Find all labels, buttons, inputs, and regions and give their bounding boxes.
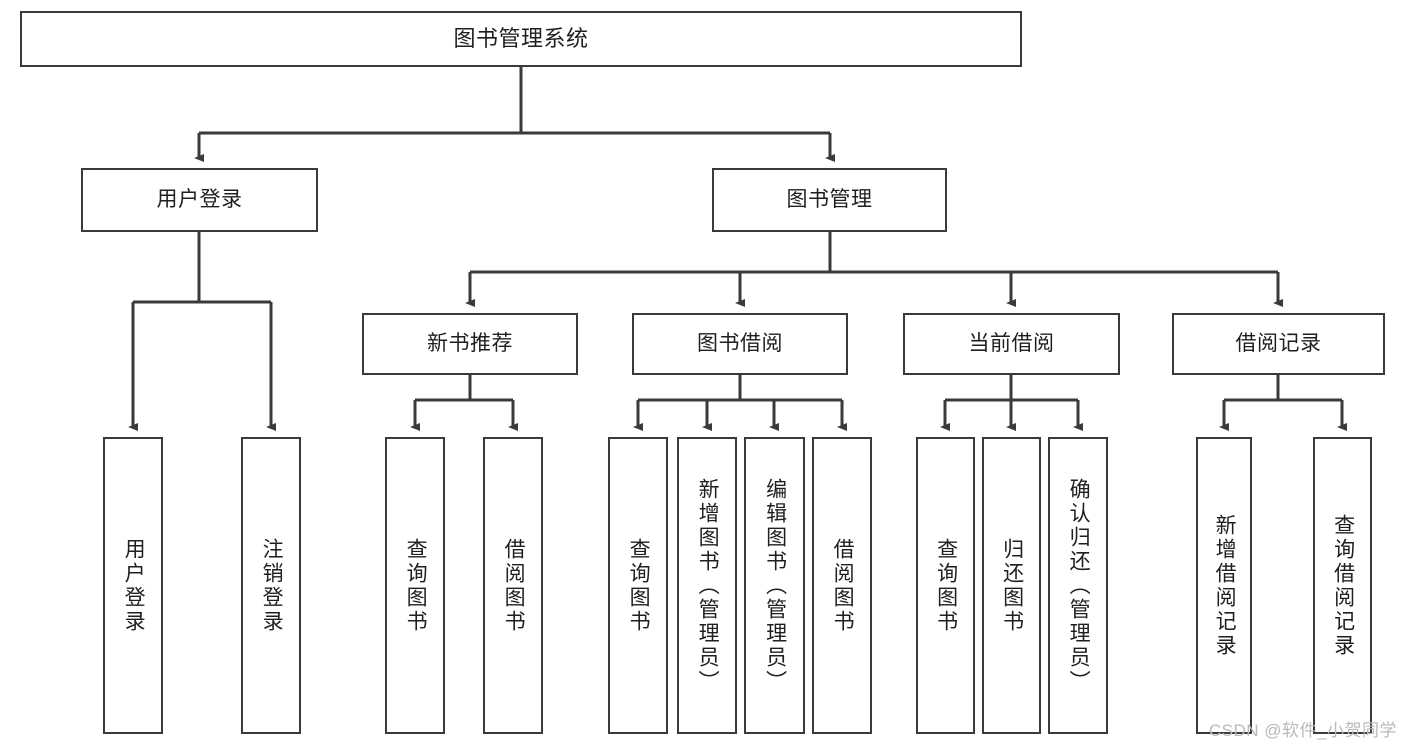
node-label: 归还图书	[1000, 537, 1024, 634]
node-label: 查询图书	[934, 537, 958, 634]
node-label: 注销登录	[260, 537, 284, 634]
leaf-record-add-record[interactable]: 新增借阅记录	[1196, 437, 1252, 734]
node-label: 查询图书	[404, 537, 428, 634]
leaf-current-query-book[interactable]: 查询图书	[916, 437, 975, 734]
node-label: 查询借阅记录	[1331, 513, 1355, 658]
leaf-borrow-borrow-book[interactable]: 借阅图书	[812, 437, 872, 734]
leaf-current-confirm-return-admin[interactable]: 确认归还（管理员）	[1048, 437, 1108, 734]
node-label: 新增图书（管理员）	[696, 477, 720, 694]
node-book-borrow[interactable]: 图书借阅	[632, 313, 848, 375]
node-label: 借阅图书	[831, 537, 855, 634]
node-borrow-record[interactable]: 借阅记录	[1172, 313, 1385, 375]
node-current-borrow[interactable]: 当前借阅	[903, 313, 1120, 375]
node-label: 新增借阅记录	[1213, 513, 1237, 658]
node-label: 查询图书	[627, 537, 651, 634]
node-label: 确认归还（管理员）	[1067, 477, 1091, 694]
node-user-login[interactable]: 用户登录	[81, 168, 318, 232]
node-label: 用户登录	[122, 537, 146, 634]
node-label: 编辑图书（管理员）	[763, 477, 787, 694]
leaf-recommend-borrow-book[interactable]: 借阅图书	[483, 437, 543, 734]
leaf-user-login-signout[interactable]: 注销登录	[241, 437, 301, 734]
leaf-borrow-edit-book-admin[interactable]: 编辑图书（管理员）	[744, 437, 805, 734]
node-label: 当前借阅	[968, 331, 1055, 355]
leaf-borrow-query-book[interactable]: 查询图书	[608, 437, 668, 734]
node-label: 图书借阅	[697, 331, 783, 355]
leaf-recommend-query-book[interactable]: 查询图书	[385, 437, 445, 734]
leaf-record-query-record[interactable]: 查询借阅记录	[1313, 437, 1372, 734]
node-label: 新书推荐	[427, 331, 513, 355]
node-book-management[interactable]: 图书管理	[712, 168, 947, 232]
node-system-root[interactable]: 图书管理系统	[20, 11, 1022, 67]
node-label: 用户登录	[156, 187, 243, 211]
node-label: 借阅图书	[502, 537, 526, 634]
leaf-borrow-add-book-admin[interactable]: 新增图书（管理员）	[677, 437, 737, 734]
node-label: 图书管理	[786, 187, 873, 211]
leaf-user-login-signin[interactable]: 用户登录	[103, 437, 163, 734]
leaf-current-return-book[interactable]: 归还图书	[982, 437, 1041, 734]
node-label: 图书管理系统	[453, 26, 589, 52]
node-label: 借阅记录	[1235, 331, 1322, 355]
watermark: CSDN @软件_小贺同学	[1208, 721, 1397, 740]
node-new-book-recommend[interactable]: 新书推荐	[362, 313, 578, 375]
